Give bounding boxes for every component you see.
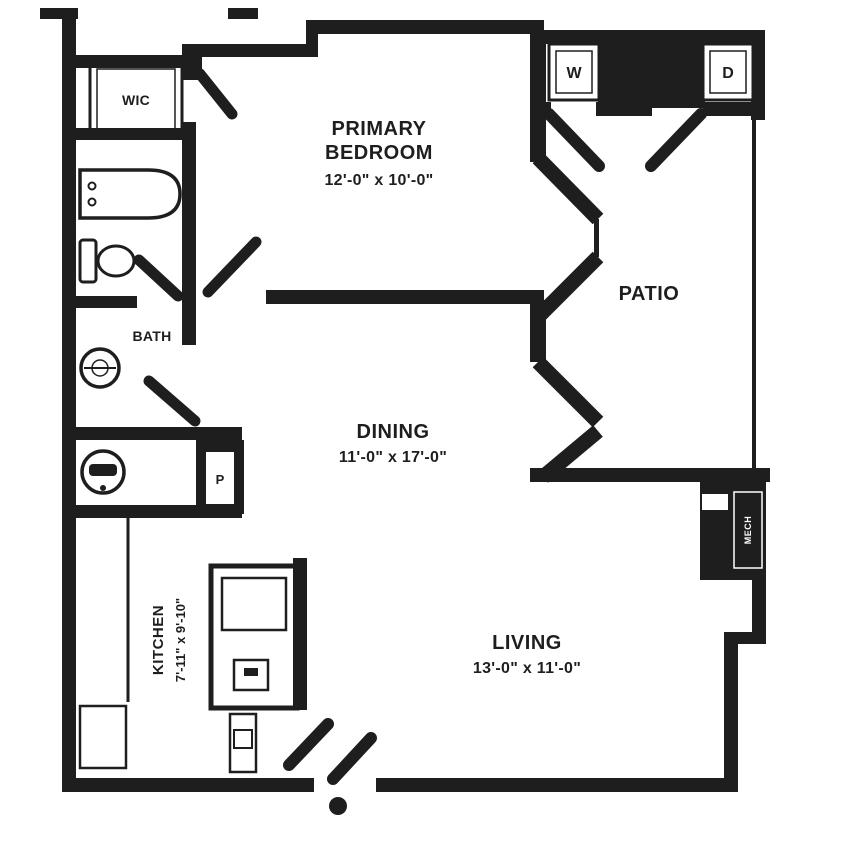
wall-south-left: [62, 778, 314, 792]
wall-wic-south: [62, 128, 196, 140]
wall-patio-west-upper: [530, 30, 546, 162]
dryer-label: D: [722, 65, 734, 82]
bedroom-label-line1: PRIMARY: [332, 118, 427, 140]
island-sink: [220, 576, 288, 632]
wall-bath-south: [62, 427, 242, 440]
wall-bay2-chamfer-top: [532, 356, 604, 428]
laundry-closet: W D: [547, 42, 755, 102]
room-living: LIVING 13'-0" x 11'-0": [473, 632, 581, 677]
washer-box: [547, 42, 601, 102]
laundry-door-leaf-right: [645, 108, 707, 172]
wic-closet-outline: [88, 60, 184, 138]
living-dimensions: 13'-0" x 11'-0": [473, 660, 581, 677]
room-dining: DINING 11'-0" x 17'-0": [339, 421, 447, 466]
bedroom-door-leaf: [202, 236, 262, 298]
wall-stub-top-center: [228, 8, 258, 19]
wall-east-lower: [724, 644, 738, 792]
utility-nook: P: [80, 449, 234, 504]
bath-inner-door-leaf: [133, 254, 184, 302]
patio-railing: [752, 118, 756, 468]
bath-entry-door-leaf: [143, 375, 201, 427]
bathtub-drain: [87, 197, 97, 207]
bath-label: BATH: [132, 328, 171, 344]
water-heater-detail: [89, 464, 117, 476]
entry-door-leaf-a: [283, 718, 334, 771]
pantry-interior: [206, 452, 234, 504]
bathtub-faucet: [87, 181, 97, 191]
bathtub: [78, 168, 182, 220]
island-cooktop: [232, 658, 270, 692]
dishwasher-box: [233, 729, 253, 749]
room-wic: WIC: [88, 60, 184, 138]
wall-north-bedroom: [306, 20, 544, 34]
kitchen-tall-cabinet: [228, 712, 258, 774]
mech-label: MECH: [743, 516, 753, 545]
wall-bedroom-west: [182, 140, 196, 345]
kitchen-label: KITCHEN: [150, 605, 167, 675]
wall-bedroom-dining-divider: [266, 290, 544, 304]
kitchen-island: [208, 563, 300, 711]
entry-door-leaf-b: [327, 732, 377, 785]
wall-bay1-chamfer-bottom: [532, 251, 604, 323]
bedroom-label-line2: BEDROOM: [325, 142, 433, 164]
wall-west-exterior: [62, 18, 76, 792]
entry-keynote-marker: [329, 797, 347, 815]
wic-label: WIC: [122, 92, 150, 108]
wic-closet-shelf: [96, 68, 176, 130]
room-bath: BATH: [78, 168, 182, 389]
refrigerator: [78, 704, 128, 770]
laundry-door-leaf-left: [543, 108, 605, 172]
wall-stub-top-left: [40, 8, 78, 19]
dryer-box: [701, 42, 755, 102]
toilet-bowl: [96, 244, 136, 278]
patio-slider-door: [594, 219, 599, 257]
patio-label: PATIO: [619, 283, 680, 305]
mech-closet: MECH: [702, 491, 763, 569]
dryer-box-inner: [709, 50, 747, 94]
kitchen-dimensions: 7'-11" x 9'-10": [173, 598, 188, 682]
wall-laundry-north: [531, 30, 765, 44]
bedroom-dimensions: 12'-0" x 10'-0": [324, 172, 433, 189]
water-heater-valve: [100, 485, 106, 491]
wall-laundry-center: [598, 38, 705, 108]
mech-closet-outline: [733, 491, 763, 569]
washer-box-inner: [555, 50, 593, 94]
toilet-tank: [78, 238, 98, 284]
room-primary-bedroom: PRIMARY BEDROOM 12'-0" x 10'-0": [324, 118, 433, 189]
washer-label: W: [566, 65, 582, 82]
wall-east-mid: [752, 576, 766, 644]
wall-bay1-chamfer-top: [532, 152, 604, 225]
living-label: LIVING: [492, 632, 562, 654]
wall-south-right: [376, 778, 738, 792]
island-faucet: [244, 668, 258, 676]
wall-laundry-south-b: [596, 102, 652, 116]
wall-laundry-south-c: [703, 102, 765, 116]
wall-north-connector: [196, 44, 318, 57]
wall-bath-partition: [62, 296, 137, 308]
wic-door-leaf: [194, 68, 238, 120]
wall-patio-south: [530, 468, 770, 482]
pantry-label: P: [216, 472, 225, 487]
dining-label: DINING: [357, 421, 430, 443]
mech-door-opening: [702, 494, 728, 510]
doors: [133, 68, 707, 785]
wall-bay2-chamfer-bottom: [538, 425, 603, 483]
room-kitchen: KITCHEN 7'-11" x 9'-10": [78, 518, 300, 774]
dining-dimensions: 11'-0" x 17'-0": [339, 449, 447, 466]
